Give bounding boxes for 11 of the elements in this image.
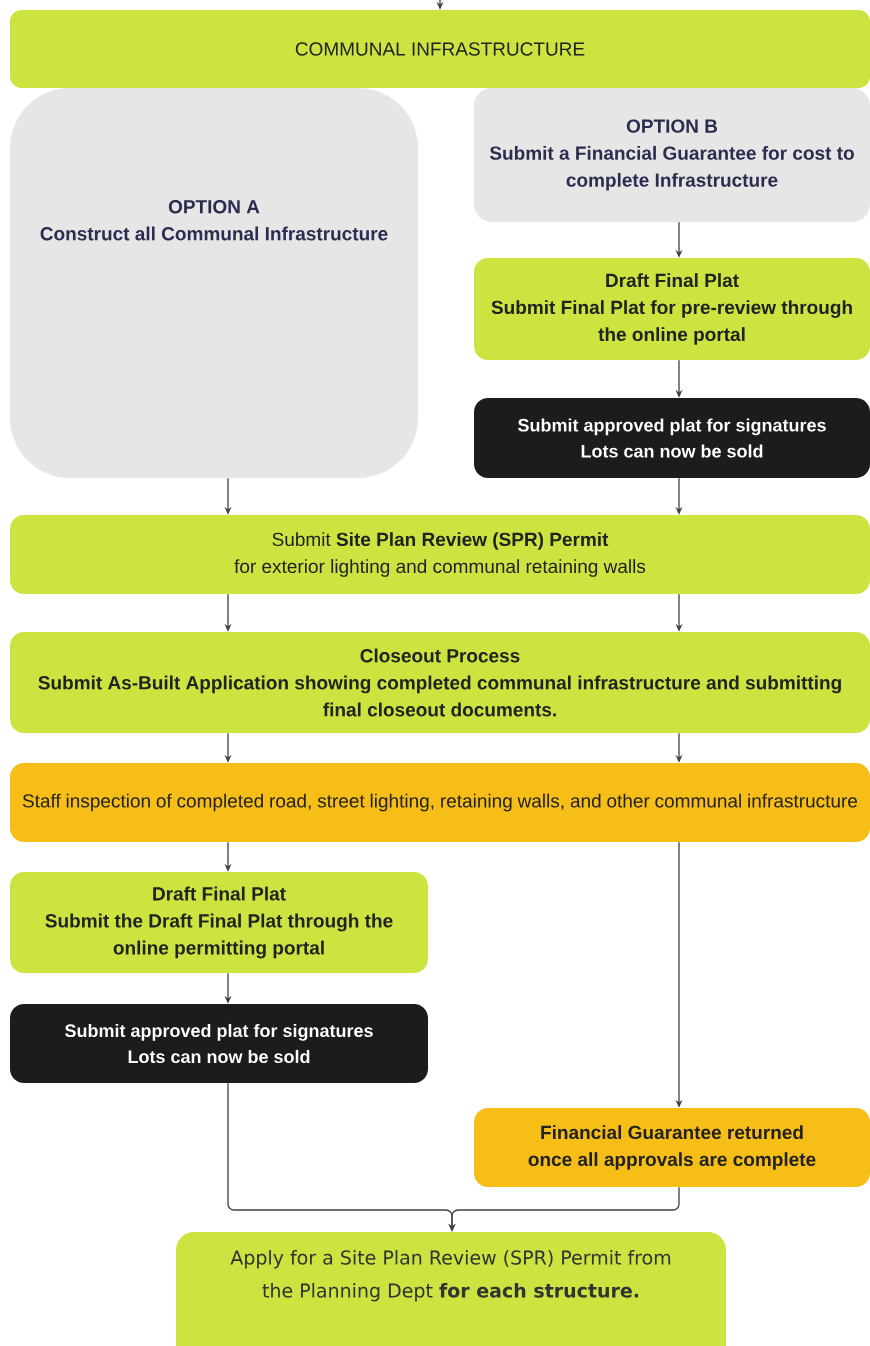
process-box: Submit approved plat for signatures Lots can now be sold [10,1004,428,1083]
option-panel: OPTION A Construct all Communal Infrastructure [10,88,418,478]
process-box: Draft Final Plat Submit Final Plat for pre-review through the online portal [474,258,870,360]
process-box: Submit Site Plan Review (SPR) Permit for exterior lighting and communal retaining walls [10,515,870,594]
inspection-box: Staff inspection of completed road, street lighting, retaining walls, and other communal infrastructure [10,763,870,842]
process-box: Apply for a Site Plan Review (SPR) Permit from the Planning Dept for each structure. [176,1232,726,1346]
process-box: Submit approved plat for signatures Lots can now be sold [474,398,870,478]
process-box: Draft Final Plat Submit the Draft Final Plat through the online permitting portal [10,872,428,973]
process-box: Financial Guarantee returned once all approvals are complete [474,1108,870,1187]
process-box: Closeout Process Submit As-Built Application showing completed communal infrastructure and submitting final closeout documents. [10,632,870,733]
option-panel: OPTION B Submit a Financial Guarantee for cost to complete Infrastructure [474,88,870,222]
